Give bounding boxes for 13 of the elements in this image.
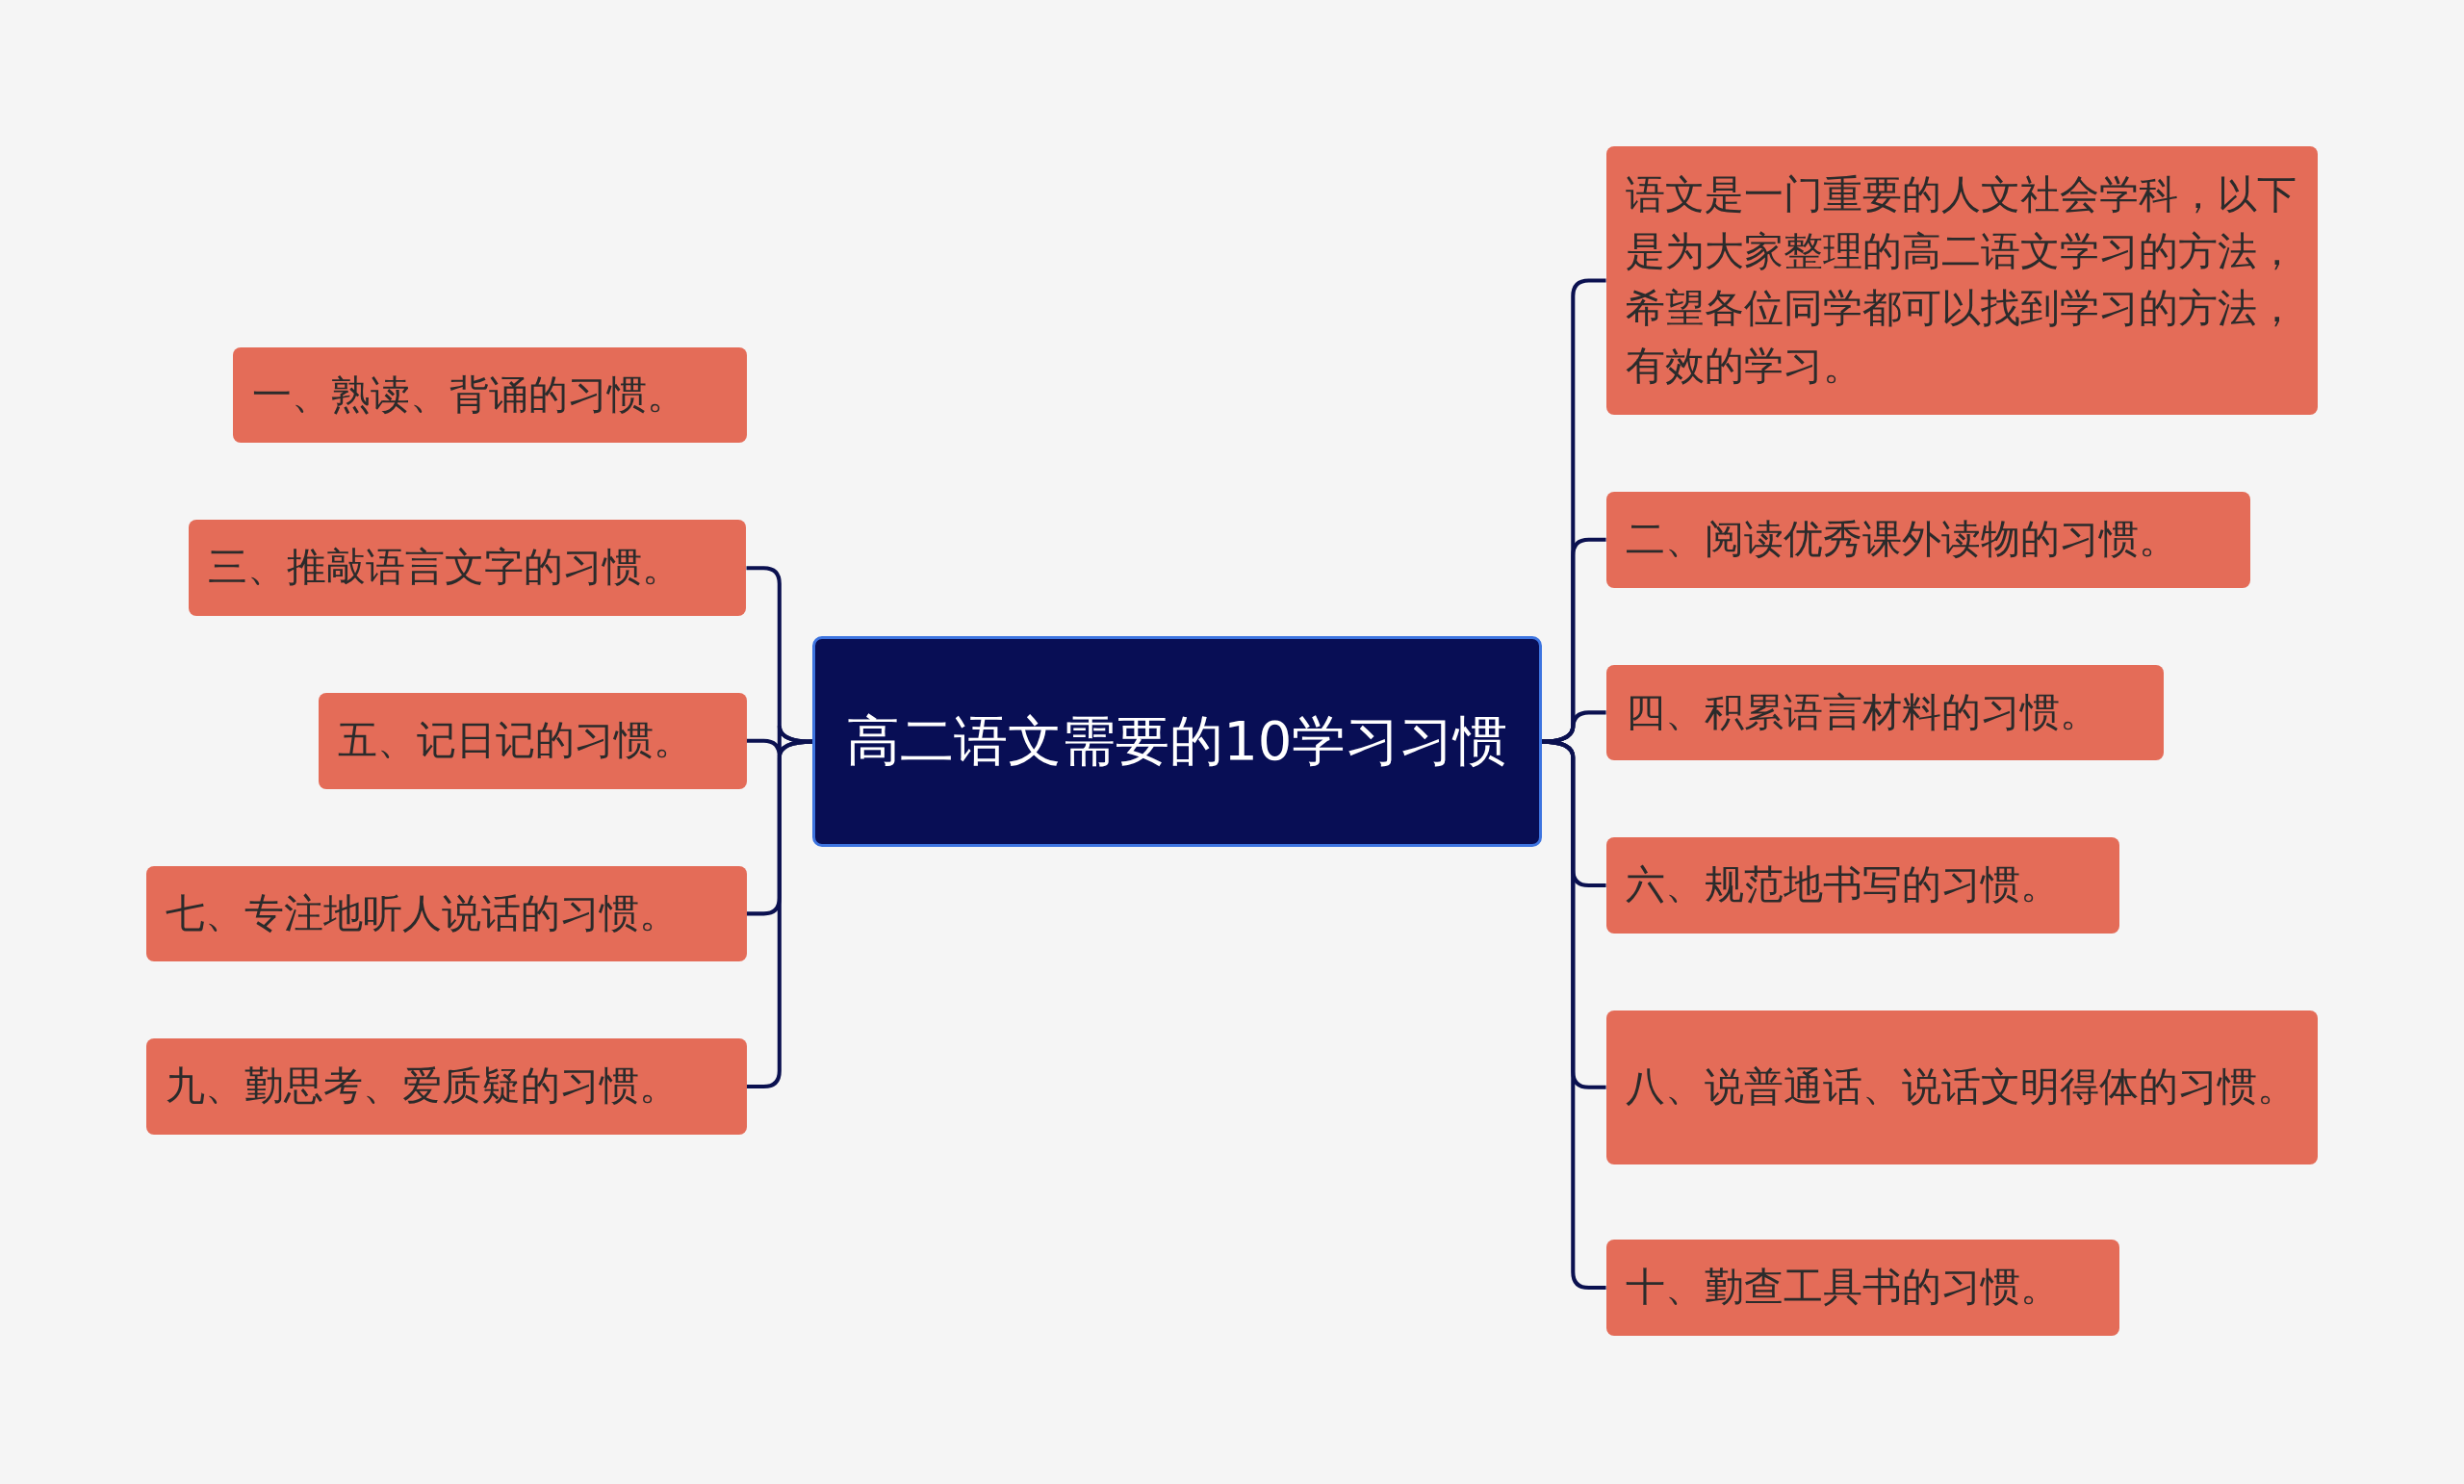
branch-box: 十、勤查工具书的习惯。	[1605, 1240, 2120, 1336]
branch-box: 八、说普通话、说话文明得体的习惯。	[1605, 1010, 2319, 1164]
branch-box: 三、推敲语言文字的习惯。	[188, 520, 747, 616]
branch-box: 四、积累语言材料的习惯。	[1605, 664, 2165, 761]
branch-box: 一、熟读、背诵的习惯。	[232, 346, 747, 444]
connector	[1541, 710, 1606, 744]
branch-box: 语文是一门重要的人文社会学科，以下是为大家整理的高二语文学习的方法，希望各位同学都可以找到学习的方法，有效的学习。	[1605, 145, 2319, 415]
branch-box: 七、专注地听人说话的习惯。	[145, 865, 747, 962]
branch-box: 二、阅读优秀课外读物的习惯。	[1605, 492, 2250, 588]
branch-box: 五、记日记的习惯。	[319, 693, 747, 789]
topic-box: 高二语文需要的10学习习惯	[812, 636, 1542, 847]
branch-box: 六、规范地书写的习惯。	[1605, 837, 2120, 934]
branch-box: 九、勤思考、爱质疑的习惯。	[145, 1038, 747, 1135]
